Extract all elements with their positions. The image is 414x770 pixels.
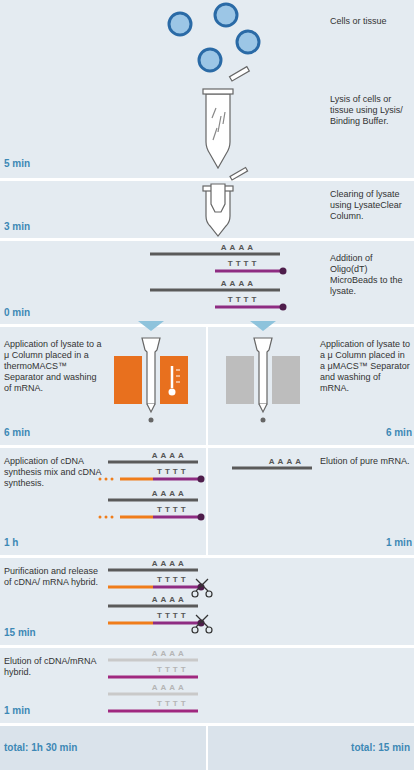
base-sequence: AAAA — [152, 451, 187, 460]
total-band: total: 15 min — [208, 726, 414, 770]
clearing-column — [203, 168, 248, 236]
cdna-strand — [108, 676, 198, 679]
cells-icon — [169, 4, 259, 71]
mu-column — [254, 338, 272, 423]
mu-column — [142, 338, 160, 423]
oligo-dt — [153, 478, 198, 481]
total-band: total: 1h 30 min — [0, 726, 206, 770]
step-description: Clearing of lysate using LysateClear Col… — [330, 189, 412, 222]
base-sequence: AAAA — [269, 457, 304, 466]
step-duration: total: 1h 30 min — [4, 742, 194, 754]
base-sequence: TTTT — [228, 258, 260, 267]
base-sequence: AAAA — [152, 489, 187, 498]
oligo-dt — [215, 306, 280, 309]
step-description: Cells or tissue — [330, 16, 412, 27]
step-description: Addition of Oligo(dT) MicroBeads to the … — [330, 253, 412, 297]
microbead — [280, 268, 287, 275]
step-duration: 1 min — [4, 705, 84, 717]
cdna-strand — [108, 586, 153, 589]
oligo-dt — [153, 586, 198, 589]
base-sequence: AAAA — [152, 683, 187, 692]
base-sequence: AAAA — [221, 243, 256, 252]
base-sequence: TTTT — [157, 574, 189, 583]
step-description: Lysis of cells or tissue using Lysis/ Bi… — [330, 94, 412, 127]
step-duration: 6 min — [330, 427, 412, 439]
base-sequence: TTTT — [157, 504, 189, 513]
cdna-strand — [108, 622, 153, 625]
microbead — [280, 304, 287, 311]
mrna-strand — [108, 693, 198, 696]
lysis-tube — [203, 67, 249, 168]
scissors-icon — [192, 579, 212, 597]
oligo-dt — [153, 622, 198, 625]
cdna-strand — [120, 478, 153, 481]
step-band: Elution of cDNA/mRNA hybrid. 1 min — [0, 648, 414, 723]
base-sequence: AAAA — [152, 559, 187, 568]
mrna-strand — [108, 461, 198, 464]
nucleotide-dot — [111, 516, 114, 519]
mrna-strand — [108, 605, 198, 608]
mrna-strand — [108, 659, 198, 662]
microbead — [198, 514, 205, 521]
step-duration: total: 15 min — [218, 742, 410, 754]
mrna-strand — [150, 253, 280, 256]
base-sequence: TTTT — [157, 698, 189, 707]
base-sequence: AAAA — [221, 279, 256, 288]
cdna-strand — [108, 710, 198, 713]
step-duration: 3 min — [4, 221, 84, 233]
oligo-dt — [215, 270, 280, 273]
nucleotide-dot — [105, 516, 108, 519]
nucleotide-dot — [111, 478, 114, 481]
base-sequence: AAAA — [152, 649, 187, 658]
mrna-strand — [108, 569, 198, 572]
nucleotide-dot — [99, 478, 102, 481]
step-band: Elution of pure mRNA. 1 min — [208, 448, 414, 555]
cdna-strand — [120, 516, 153, 519]
base-sequence: TTTT — [228, 294, 260, 303]
nucleotide-dot — [99, 516, 102, 519]
step-description: Elution of pure mRNA. — [320, 456, 412, 467]
step-description: Application of lysate to a μ Column plac… — [4, 339, 102, 394]
mrna-strand — [232, 467, 312, 470]
step-duration: 5 min — [4, 158, 84, 170]
step-duration: 1 min — [330, 537, 412, 549]
base-sequence: TTTT — [157, 466, 189, 475]
mrna-strand — [108, 499, 198, 502]
strand-layer — [99, 254, 313, 711]
step-duration: 15 min — [4, 627, 84, 639]
nucleotide-dot — [105, 478, 108, 481]
scissors-icon — [192, 615, 212, 633]
split-marker — [138, 321, 276, 331]
step-duration: 1 h — [4, 537, 84, 549]
microbead — [198, 476, 205, 483]
step-duration: 6 min — [4, 427, 84, 439]
step-description: Elution of cDNA/mRNA hybrid. — [4, 656, 102, 678]
step-description: Purification and release of cDNA/ mRNA h… — [4, 566, 102, 588]
oligo-dt — [153, 516, 198, 519]
base-sequence: TTTT — [157, 664, 189, 673]
base-sequence: AAAA — [152, 595, 187, 604]
step-description: Application of cDNA synthesis mix and cD… — [4, 456, 102, 489]
mrna-strand — [150, 289, 280, 292]
step-duration: 0 min — [4, 307, 84, 319]
step-description: Application of lysate to a μ Column plac… — [320, 339, 412, 394]
base-sequence: TTTT — [157, 610, 189, 619]
